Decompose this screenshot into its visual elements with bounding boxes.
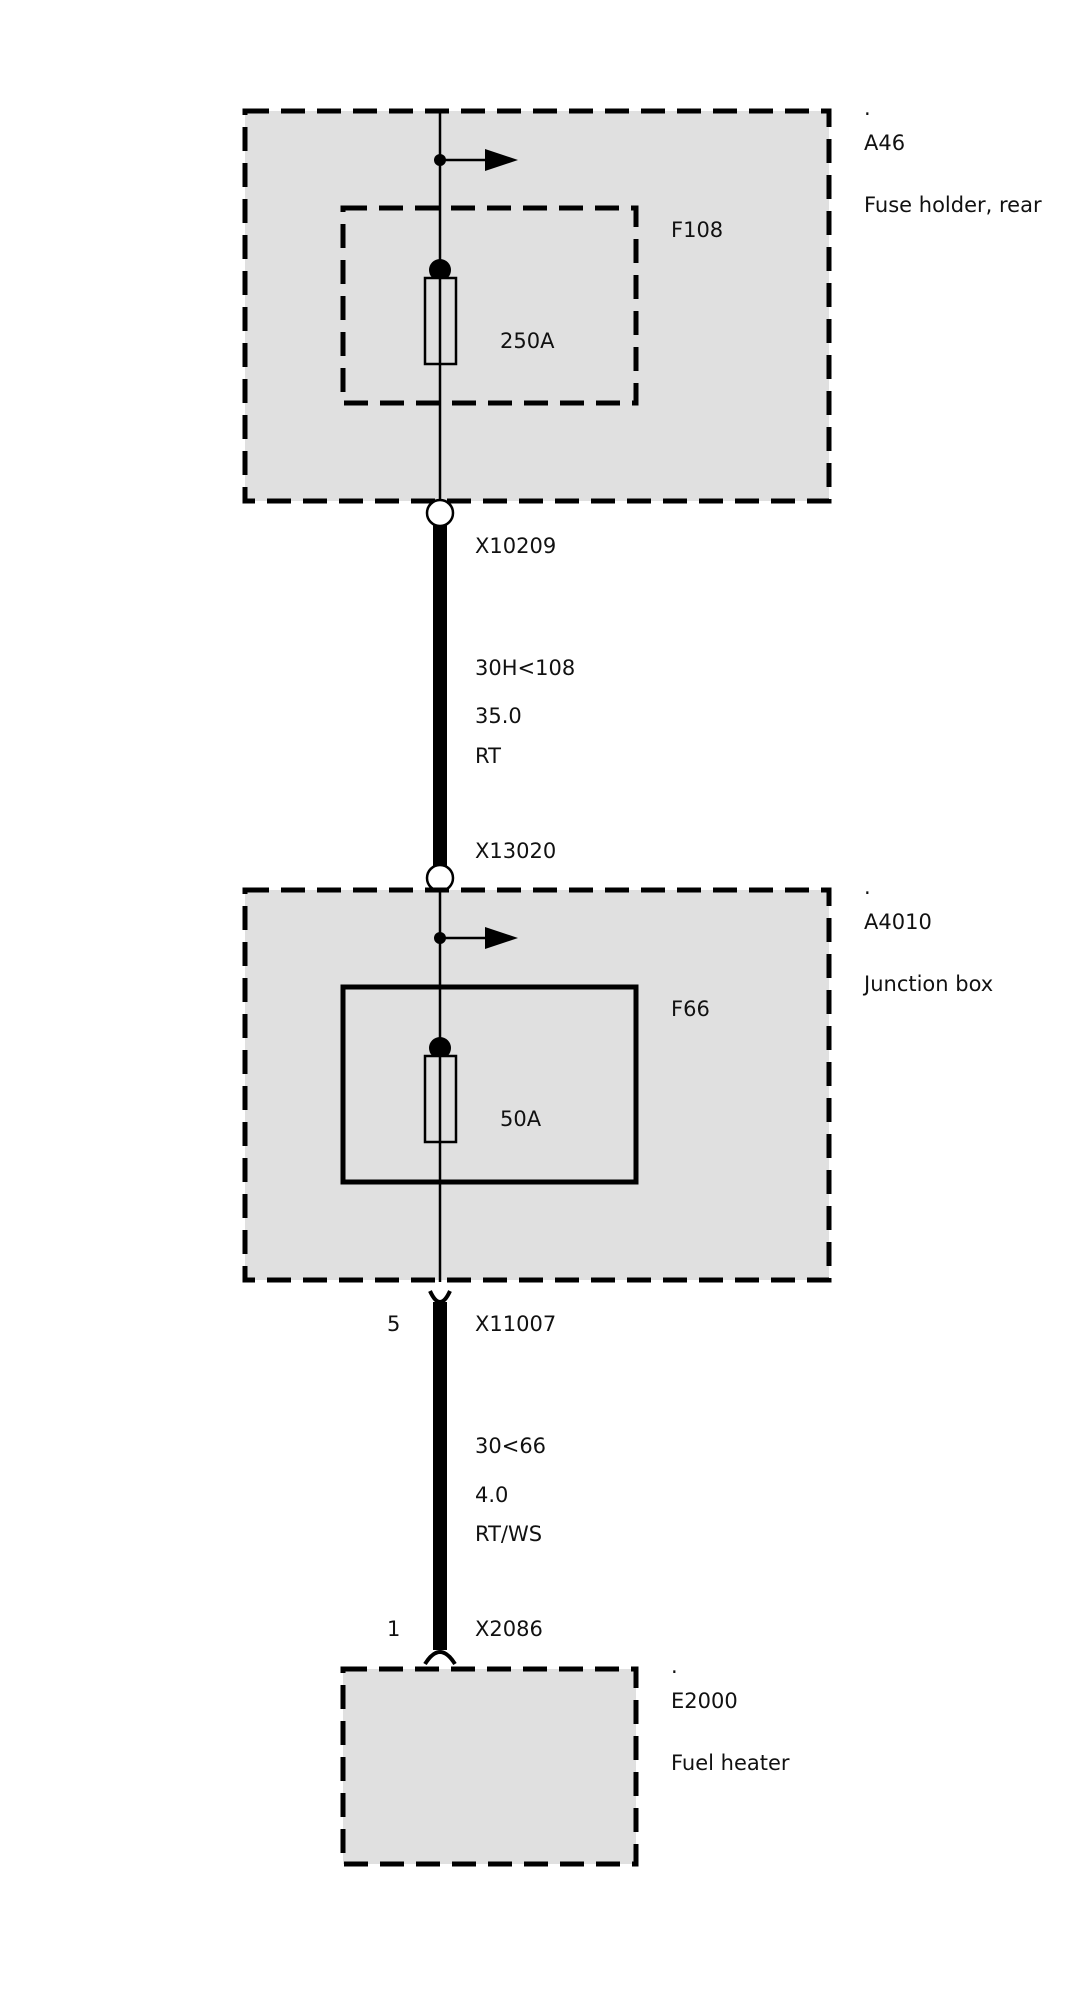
e2000-name: Fuel heater bbox=[671, 1751, 790, 1775]
f66-id: F66 bbox=[671, 997, 710, 1021]
wire-1-color: RT bbox=[475, 744, 501, 768]
connector-x13020: X13020 bbox=[475, 839, 556, 863]
connector-x11007: X11007 bbox=[475, 1312, 556, 1336]
wire-1-gauge: 35.0 bbox=[475, 704, 522, 728]
a46-id: A46 bbox=[864, 131, 905, 155]
connector-circle-icon[interactable] bbox=[425, 498, 455, 528]
fuse-icon bbox=[423, 259, 458, 366]
a4010-name: Junction box bbox=[862, 972, 993, 996]
connector-socket-icon[interactable] bbox=[428, 1290, 452, 1304]
connector-x2086: X2086 bbox=[475, 1617, 543, 1641]
f108-fuse-box[interactable] bbox=[340, 205, 639, 406]
connector-x10209: X10209 bbox=[475, 534, 556, 558]
connector-x11007-pin: 5 bbox=[387, 1312, 400, 1336]
a46-name: Fuse holder, rear bbox=[864, 193, 1042, 217]
a4010-dot: . bbox=[864, 875, 871, 899]
fuse-icon bbox=[423, 1037, 458, 1144]
f66-fuse-box[interactable] bbox=[340, 984, 639, 1185]
wire-2-color: RT/WS bbox=[475, 1522, 542, 1546]
wire-2-gauge: 4.0 bbox=[475, 1483, 508, 1507]
e2000-id: E2000 bbox=[671, 1689, 738, 1713]
f108-id: F108 bbox=[671, 218, 723, 242]
arrow-right-icon bbox=[440, 927, 518, 949]
wire-2-circuit: 30<66 bbox=[475, 1434, 546, 1458]
wire-1-circuit: 30H<108 bbox=[475, 656, 575, 680]
f66-rating: 50A bbox=[500, 1107, 542, 1131]
a46-fuse-holder-box[interactable] bbox=[242, 108, 832, 504]
connector-x2086-pin: 1 bbox=[387, 1617, 400, 1641]
arrow-right-icon bbox=[440, 149, 518, 171]
connector-circle-icon[interactable] bbox=[425, 863, 455, 893]
a46-dot: . bbox=[864, 96, 871, 120]
f108-rating: 250A bbox=[500, 329, 555, 353]
connector-socket-icon[interactable] bbox=[423, 1650, 457, 1666]
e2000-dot: . bbox=[671, 1654, 678, 1678]
a4010-junction-box[interactable] bbox=[242, 887, 832, 1283]
e2000-fuel-heater-box[interactable] bbox=[340, 1666, 639, 1867]
a4010-id: A4010 bbox=[864, 910, 932, 934]
